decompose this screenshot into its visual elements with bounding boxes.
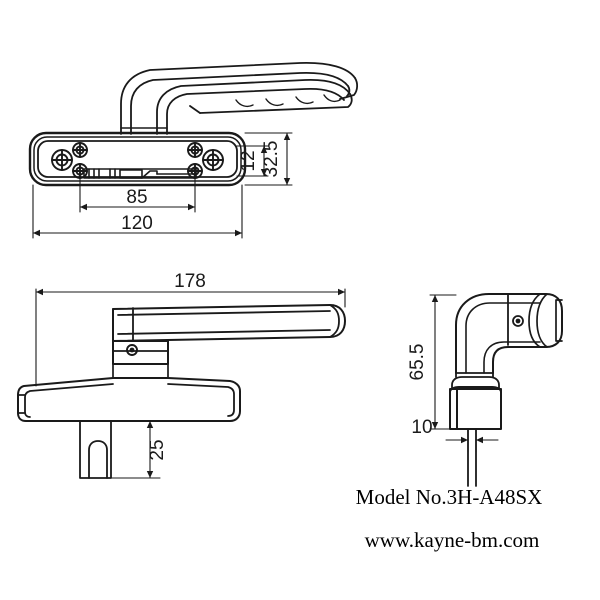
- side-view-lever-inner-top: [117, 310, 331, 316]
- right-view-elbow-inner2: [483, 341, 541, 374]
- dim-overall-height-65p5: [429, 294, 457, 430]
- right-view-rose-base: [449, 386, 502, 430]
- dim-label-32p5: 32.5: [261, 141, 282, 178]
- dim-hole-spacing-85: [79, 170, 196, 213]
- dim-label-65p5: 65.5: [407, 344, 428, 381]
- right-view-spindle: [467, 428, 477, 487]
- side-view-neck-block: [112, 340, 169, 379]
- dim-inner-height-12: [236, 145, 269, 177]
- website-caption: www.kayne-bm.com: [365, 528, 540, 552]
- dim-overall-length-178: [35, 288, 346, 387]
- right-view-elbow-inner: [465, 302, 541, 374]
- top-view-plate-outer: [28, 131, 247, 187]
- top-view-latch-slot: [83, 168, 197, 179]
- right-view-screw: [507, 294, 524, 346]
- model-number-caption: Model No.3H-A48SX: [356, 485, 543, 509]
- dim-spindle-depth-25: [110, 420, 161, 479]
- dim-label-25: 25: [147, 439, 168, 460]
- top-view-handle-arm: [120, 62, 359, 135]
- right-view-grip-cap: [528, 293, 563, 348]
- dim-label-12: 12: [238, 150, 259, 171]
- side-view-lever-inner-bottom: [117, 329, 331, 335]
- top-view-plate-mid: [33, 136, 242, 182]
- top-view-group: [28, 62, 359, 239]
- top-view-screw-cluster-right: [187, 142, 224, 179]
- side-view-lever-tip: [329, 304, 340, 338]
- dim-label-10: 10: [411, 417, 432, 438]
- dim-overall-width-120: [32, 184, 243, 239]
- top-view-plate-inner: [37, 140, 238, 178]
- dim-label-120: 120: [121, 213, 153, 234]
- side-view-lever-body: [112, 304, 346, 342]
- dim-plate-height-32p5: [244, 132, 293, 186]
- side-view-group: [17, 288, 346, 479]
- side-view-rose-base: [17, 377, 241, 422]
- dim-spindle-width-10: [445, 428, 499, 453]
- right-view-collar: [451, 372, 500, 390]
- right-view-group: [429, 293, 563, 487]
- top-view-screw-cluster-left: [51, 142, 88, 179]
- dim-label-178: 178: [174, 271, 206, 292]
- top-view-arm-ridges: [235, 94, 341, 108]
- top-view-handle-arm-lower: [156, 79, 353, 135]
- side-view-spindle: [79, 420, 112, 479]
- dim-label-85: 85: [126, 187, 147, 208]
- right-view-elbow-outer: [455, 293, 563, 374]
